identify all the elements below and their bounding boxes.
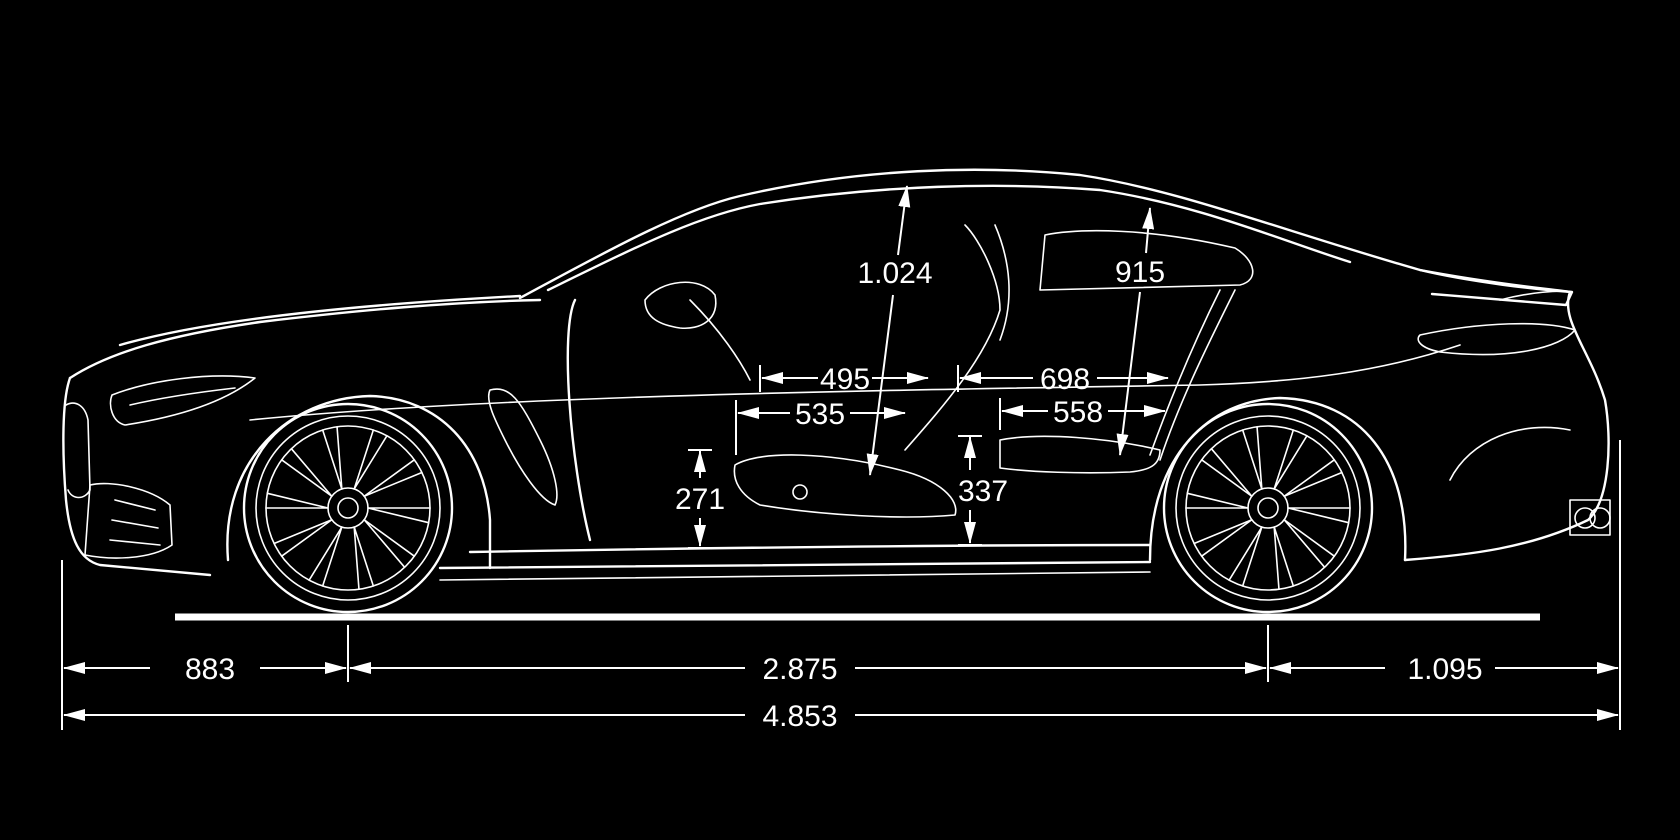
wheel-spoke [1185,492,1249,509]
wheel-spoke [1241,425,1263,490]
wheel-spoke [321,425,343,490]
front-seat-cushion-dimension: 535 [735,398,906,455]
rear-seat-height-dimension: 337 [958,435,1008,546]
wheel-spoke [1273,429,1308,490]
wheel-spoke [367,507,431,524]
rear-overhang-dimension: 1.095 [1269,653,1619,686]
wheel-spoke [353,429,388,490]
front-seat-depth-dimension: 495 [759,363,929,396]
rear-seat-cushion-label: 558 [1053,396,1103,429]
wheel-spoke [1273,526,1295,591]
wheel-spoke [308,526,343,587]
wheel-spoke [353,526,375,591]
front-overhang-dimension: 883 [63,653,347,686]
wheel-spoke [280,447,333,498]
front-headroom-dimension: 1.024 [857,185,933,476]
exterior-dimension-extension-lines [61,440,1621,730]
overall-length-label: 4.853 [762,700,837,733]
wheel-spoke [363,518,416,569]
wheel-spoke [273,518,333,557]
front-seat-depth-label: 495 [820,363,870,396]
car-side-outline [62,168,1611,581]
wheel-spoke [1193,518,1253,557]
wheel-spoke [265,492,329,509]
rear-seat-height-label: 337 [958,475,1008,508]
rear-headroom-dimension: 915 [1115,207,1165,456]
rear-legroom-dimension: 698 [957,363,1169,396]
front-headroom-label: 1.024 [857,257,932,290]
rear-wheel [1162,402,1374,614]
rear-seat-cushion-dimension: 558 [999,396,1166,430]
front-wheel [242,402,454,614]
wheel-spoke [1200,447,1253,498]
wheel-spoke [1283,518,1336,569]
front-seat-height-label: 271 [675,483,725,516]
overall-length-dimension: 4.853 [63,700,1619,733]
wheelbase-label: 2.875 [762,653,837,686]
rear-headroom-label: 915 [1115,256,1165,289]
wheel-spoke [1287,507,1351,524]
wheel-spoke [363,459,423,498]
front-overhang-label: 883 [185,653,235,686]
front-seat-height-dimension: 271 [675,449,725,549]
rear-overhang-label: 1.095 [1407,653,1482,686]
wheelbase-dimension: 2.875 [349,653,1267,686]
rear-legroom-label: 698 [1040,363,1090,396]
wheel-spoke [1228,526,1263,587]
wheel-spoke [1283,459,1343,498]
front-seat-cushion-label: 535 [795,398,845,431]
